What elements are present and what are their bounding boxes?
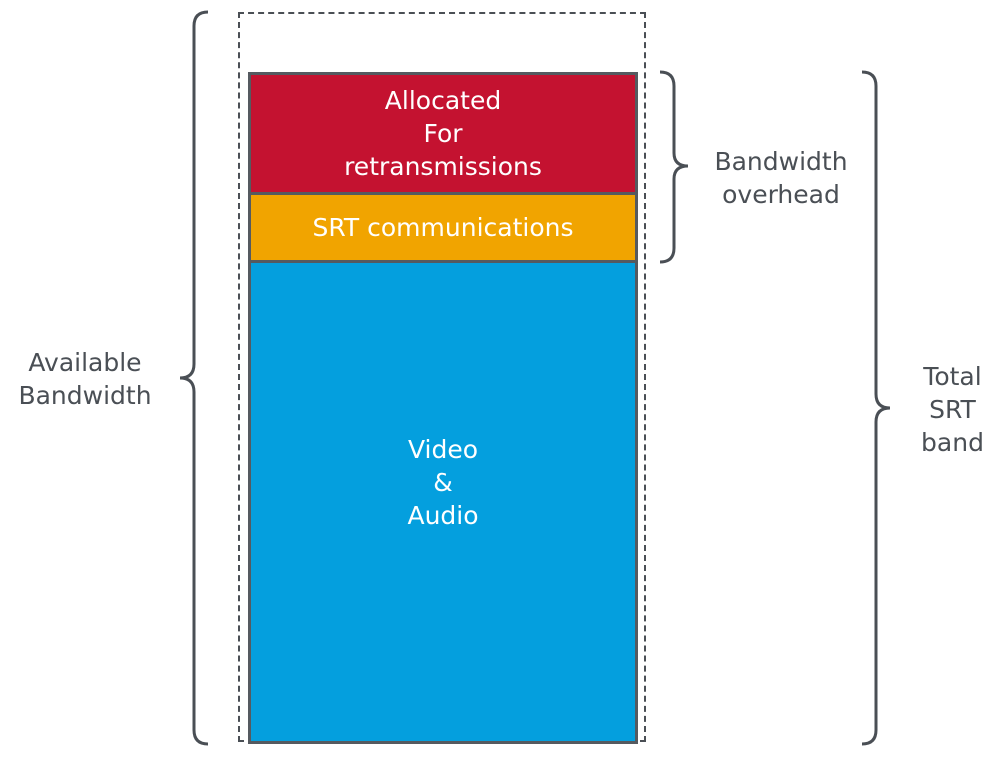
available-bandwidth-label: Available Bandwidth bbox=[0, 346, 170, 412]
video-audio-segment: Video & Audio bbox=[251, 263, 635, 741]
bandwidth-overhead-brace bbox=[659, 70, 689, 264]
video-audio-label-line-2: & bbox=[433, 467, 453, 497]
bandwidth-overhead-line-1: Bandwidth bbox=[714, 147, 848, 176]
srt-communications-label: SRT communications bbox=[312, 213, 574, 242]
total-srt-band-line-1: Total bbox=[923, 362, 982, 391]
bandwidth-overhead-line-2: overhead bbox=[722, 180, 840, 209]
available-bandwidth-line-2: Bandwidth bbox=[18, 381, 152, 410]
srt-communications-segment: SRT communications bbox=[251, 195, 635, 263]
bandwidth-overhead-label: Bandwidth overhead bbox=[696, 145, 866, 211]
retransmissions-label-line-2: For bbox=[423, 119, 463, 148]
available-bandwidth-line-1: Available bbox=[28, 348, 142, 377]
retransmissions-label-line-1: Allocated bbox=[384, 86, 502, 115]
video-audio-label-line-1: Video bbox=[407, 434, 479, 464]
total-srt-band-brace bbox=[861, 70, 891, 746]
total-srt-band-line-3: band bbox=[921, 428, 984, 457]
total-srt-band-line-2: SRT bbox=[929, 395, 976, 424]
retransmissions-label-line-3: retransmissions bbox=[344, 152, 542, 181]
total-srt-band-label: Total SRT band bbox=[900, 360, 1000, 459]
srt-band-stack: Allocated For retransmissions SRT commun… bbox=[248, 72, 638, 744]
retransmissions-segment: Allocated For retransmissions bbox=[251, 75, 635, 195]
available-bandwidth-brace bbox=[179, 10, 209, 746]
video-audio-label-line-3: Audio bbox=[407, 500, 479, 530]
